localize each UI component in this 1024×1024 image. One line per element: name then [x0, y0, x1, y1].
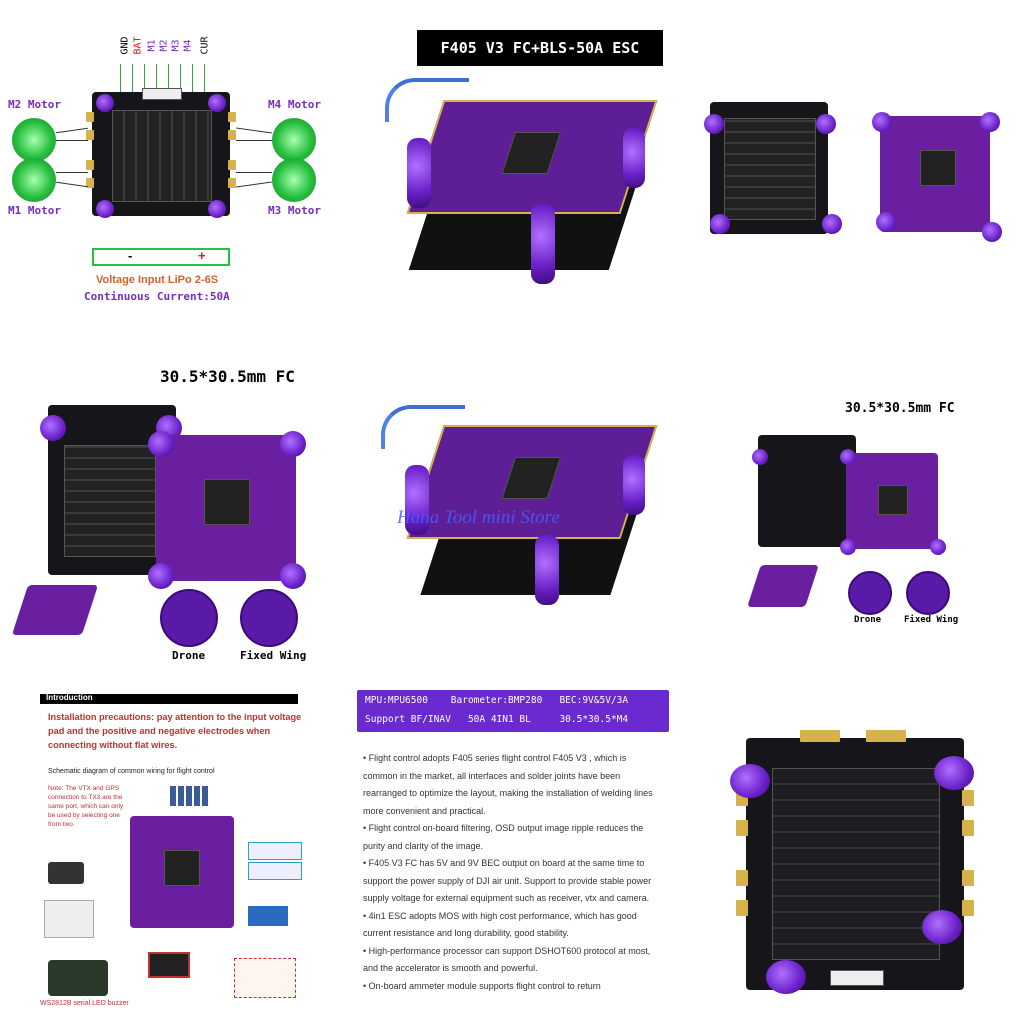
buzzer-label: WS2812B serial LED buzzer: [40, 1000, 129, 1007]
mosfet-grid: [112, 110, 212, 202]
m2-motor-icon: [12, 118, 56, 162]
drone-caption-small: Drone: [854, 615, 882, 625]
esc-board: [92, 88, 230, 216]
continuous-current-text: Continuous Current:50A: [84, 290, 230, 303]
stack-thumb: [11, 585, 99, 635]
watermark-text: Hana Tool mini Store: [397, 507, 560, 528]
pin-label-cur: CUR: [199, 36, 211, 55]
spec-bullet: • Flight control on-board filtering, OSD…: [363, 823, 644, 851]
label-box-3: [234, 958, 296, 998]
spec-line-1: MPU:MPU6500 Barometer:BMP280 BEC:9V&5V/3…: [365, 695, 629, 706]
drone-icon: [160, 589, 218, 647]
gps-icon: [44, 900, 94, 938]
fixed-wing-icon: [240, 589, 298, 647]
spec-panel: MPU:MPU6500 Barometer:BMP280 BEC:9V&5V/3…: [345, 690, 685, 1024]
drone-icon-small: [848, 571, 892, 615]
m4-motor-label: M4 Motor: [268, 98, 321, 111]
wire-bundle: [385, 78, 469, 122]
motor-connector-icon: [148, 952, 190, 978]
vtx-module-icon: [248, 906, 288, 926]
fixed-wing-icon-small: [906, 571, 950, 615]
schematic-title: Schematic diagram of common wiring for f…: [48, 768, 215, 775]
receiver-module-icon: [170, 786, 210, 806]
pin-label-m3: M3: [170, 39, 182, 52]
spec-bullet: • High-performance processor can support…: [363, 945, 651, 974]
voltage-input-text: Voltage Input LiPo 2-6S: [96, 274, 219, 286]
esc-board-small: [710, 102, 828, 234]
pin-label-gnd: GND: [119, 36, 131, 55]
spec-bullet: • 4in1 ESC adopts MOS with high cost per…: [363, 910, 637, 939]
battery-pad-box: - +: [92, 248, 230, 266]
m1-motor-label: M1 Motor: [8, 204, 61, 217]
fc-schematic-board: [130, 816, 234, 928]
wire-bundle-2: [381, 405, 465, 449]
esc-connector: [142, 88, 182, 100]
pin-label-bat: BAT: [132, 36, 144, 55]
m3-motor-label: M3 Motor: [268, 204, 321, 217]
label-box-1: [248, 842, 302, 860]
size-panel-small: 30.5*30.5mm FC Drone Fixed Wing: [690, 345, 1024, 675]
spec-line-2: Support BF/INAV 50A 4IN1 BL 30.5*30.5*M4: [365, 714, 629, 725]
esc-closeup-panel: [690, 690, 1024, 1024]
size-title-small: 30.5*30.5mm FC: [845, 401, 955, 416]
m3-motor-icon: [272, 158, 316, 202]
pin-label-m2: M2: [158, 39, 170, 52]
buzzer-icon: [48, 960, 108, 996]
fc-mcu-chip: [501, 132, 562, 174]
spec-bullet: • Flight control adopts F405 series flig…: [363, 753, 653, 816]
stack-title: F405 V3 FC+BLS-50A ESC: [417, 30, 663, 66]
plus-sign: +: [198, 248, 206, 263]
intro-header: Introduction: [46, 693, 93, 702]
precaution-text: Installation precautions: pay attention …: [48, 712, 302, 750]
size-panel-large: 30.5*30.5mm FC Drone Fixed Wing: [0, 345, 340, 675]
pin-label-m4: M4: [182, 39, 194, 52]
esc-wiring-panel: GND BAT M1 M2 M3 M4 CUR M2 Motor M4 Moto…: [0, 0, 340, 330]
fixed-wing-caption: Fixed Wing: [240, 649, 307, 662]
spec-bullet: • F405 V3 FC has 5V and 9V BEC output on…: [363, 858, 652, 903]
esc-closeup-board: [746, 738, 964, 990]
m4-motor-icon: [272, 118, 316, 162]
spec-bullet: • On-board ammeter module supports fligh…: [363, 980, 601, 991]
fc-upper-board: [406, 100, 658, 214]
fixed-wing-caption-small: Fixed Wing: [904, 615, 959, 625]
drone-caption: Drone: [172, 649, 206, 662]
vtx-gps-note: Note: The VTX and GPS connection to TX3 …: [48, 785, 124, 828]
label-box-2: [248, 862, 302, 880]
spec-bullets: • Flight control adopts F405 series flig…: [363, 750, 663, 995]
m1-motor-icon: [12, 158, 56, 202]
boards-pair-panel: [690, 0, 1024, 330]
minus-sign: -: [128, 248, 133, 263]
stack-photo-panel: F405 V3 FC+BLS-50A ESC: [345, 0, 685, 330]
camera-icon: [48, 862, 84, 884]
watermark-panel: Hana Tool mini Store: [345, 345, 685, 675]
intro-header-bar: Introduction: [40, 693, 298, 704]
intro-panel: Introduction Installation precautions: p…: [0, 690, 340, 1024]
m2-motor-label: M2 Motor: [8, 98, 61, 111]
fc-board-small: [880, 116, 990, 232]
size-title-large: 30.5*30.5mm FC: [160, 367, 295, 386]
spec-banner: MPU:MPU6500 Barometer:BMP280 BEC:9V&5V/3…: [357, 690, 669, 732]
pin-label-m1: M1: [146, 39, 158, 52]
